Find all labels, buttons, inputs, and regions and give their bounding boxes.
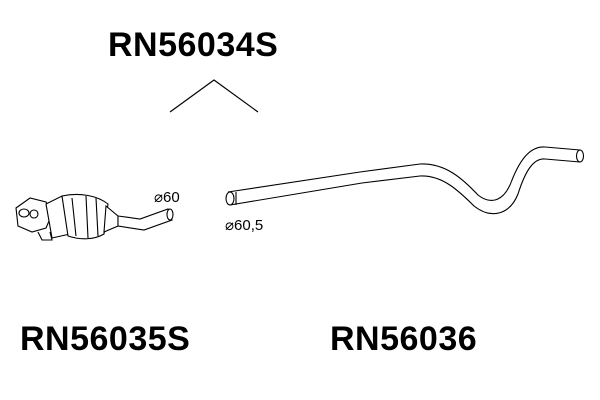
catalytic-converter-part-number: RN56035S <box>20 320 191 358</box>
front-pipe-diameter-value: 60 <box>163 189 180 206</box>
diameter-icon: ⌀ <box>225 217 235 234</box>
rear-pipe-diameter-value: 60,5 <box>234 217 264 234</box>
diameter-icon: ⌀ <box>154 189 164 206</box>
assembly-part-number: RN56034S <box>108 26 279 64</box>
rear-pipe <box>225 146 585 215</box>
rear-pipe-diameter: ⌀60,5 <box>225 218 263 233</box>
front-pipe-diameter: ⌀60 <box>154 190 180 205</box>
catalytic-converter <box>15 193 174 241</box>
rear-pipe-part-number: RN56036 <box>330 320 478 358</box>
assembly-bracket <box>169 79 259 113</box>
